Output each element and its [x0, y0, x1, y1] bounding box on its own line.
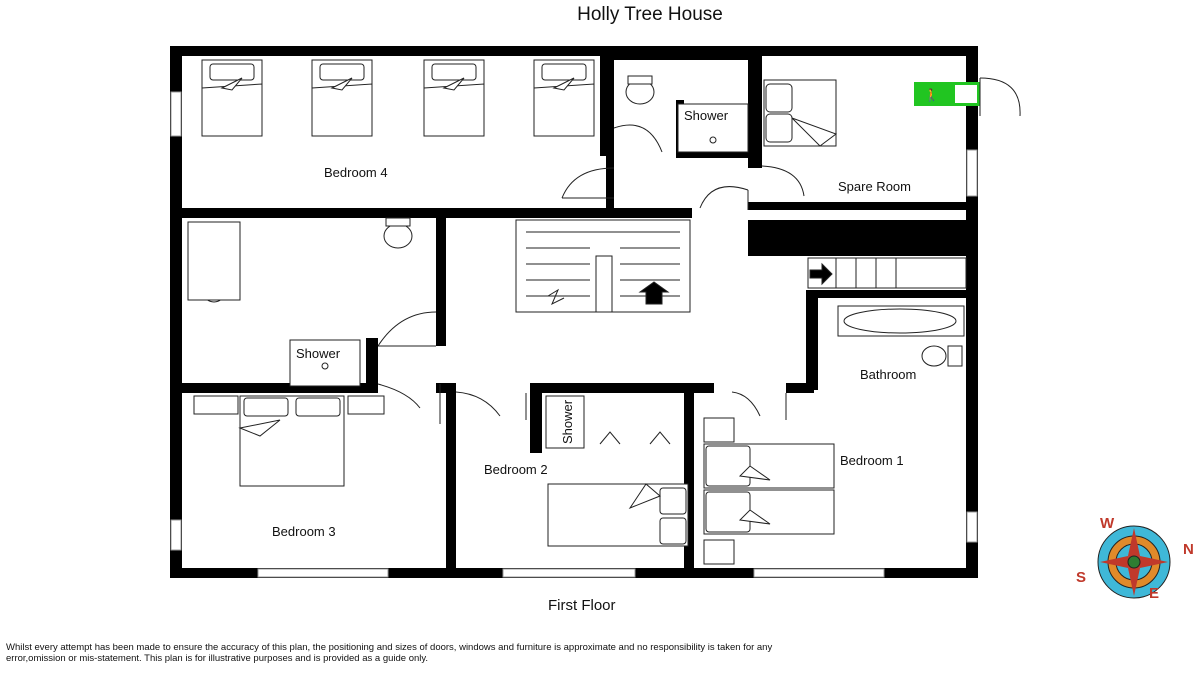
room-label-bedroom2: Bedroom 2 — [484, 462, 548, 477]
room-label-bedroom3: Bedroom 3 — [272, 524, 336, 539]
bedroom2-furniture — [545, 395, 689, 547]
staircase — [515, 219, 967, 313]
floor-label: First Floor — [548, 597, 616, 614]
windows — [170, 91, 978, 578]
room-label-bedroom4: Bedroom 4 — [324, 165, 388, 180]
svg-text:🚶: 🚶 — [924, 88, 939, 102]
plan-title: Holly Tree House — [577, 4, 723, 25]
fire-exit-sign: 🚶 — [914, 77, 1021, 117]
interior-walls — [182, 56, 976, 573]
compass-n: N — [1183, 541, 1194, 558]
bedroom3-furniture — [193, 395, 385, 487]
shower-label-bedroom2: Shower — [560, 399, 575, 444]
shower-label-ensuite: Shower — [296, 346, 341, 361]
single-beds — [201, 59, 595, 137]
room-label-spare-room: Spare Room — [838, 179, 911, 194]
compass-e: E — [1149, 585, 1159, 602]
bathroom-fixtures — [837, 305, 965, 367]
door-swings — [377, 124, 805, 424]
bedroom1-furniture — [703, 417, 835, 565]
compass-rose — [1097, 525, 1171, 599]
disclaimer-text: Whilst every attempt has been made to en… — [6, 642, 773, 664]
room-label-bedroom1: Bedroom 1 — [840, 453, 904, 468]
compass-s: S — [1076, 569, 1086, 586]
ensuite-fixtures — [187, 75, 749, 387]
compass-w: W — [1100, 515, 1115, 532]
shower-label-top: Shower — [684, 108, 729, 123]
spare-room-bed — [763, 79, 838, 147]
room-label-bathroom: Bathroom — [860, 367, 916, 382]
